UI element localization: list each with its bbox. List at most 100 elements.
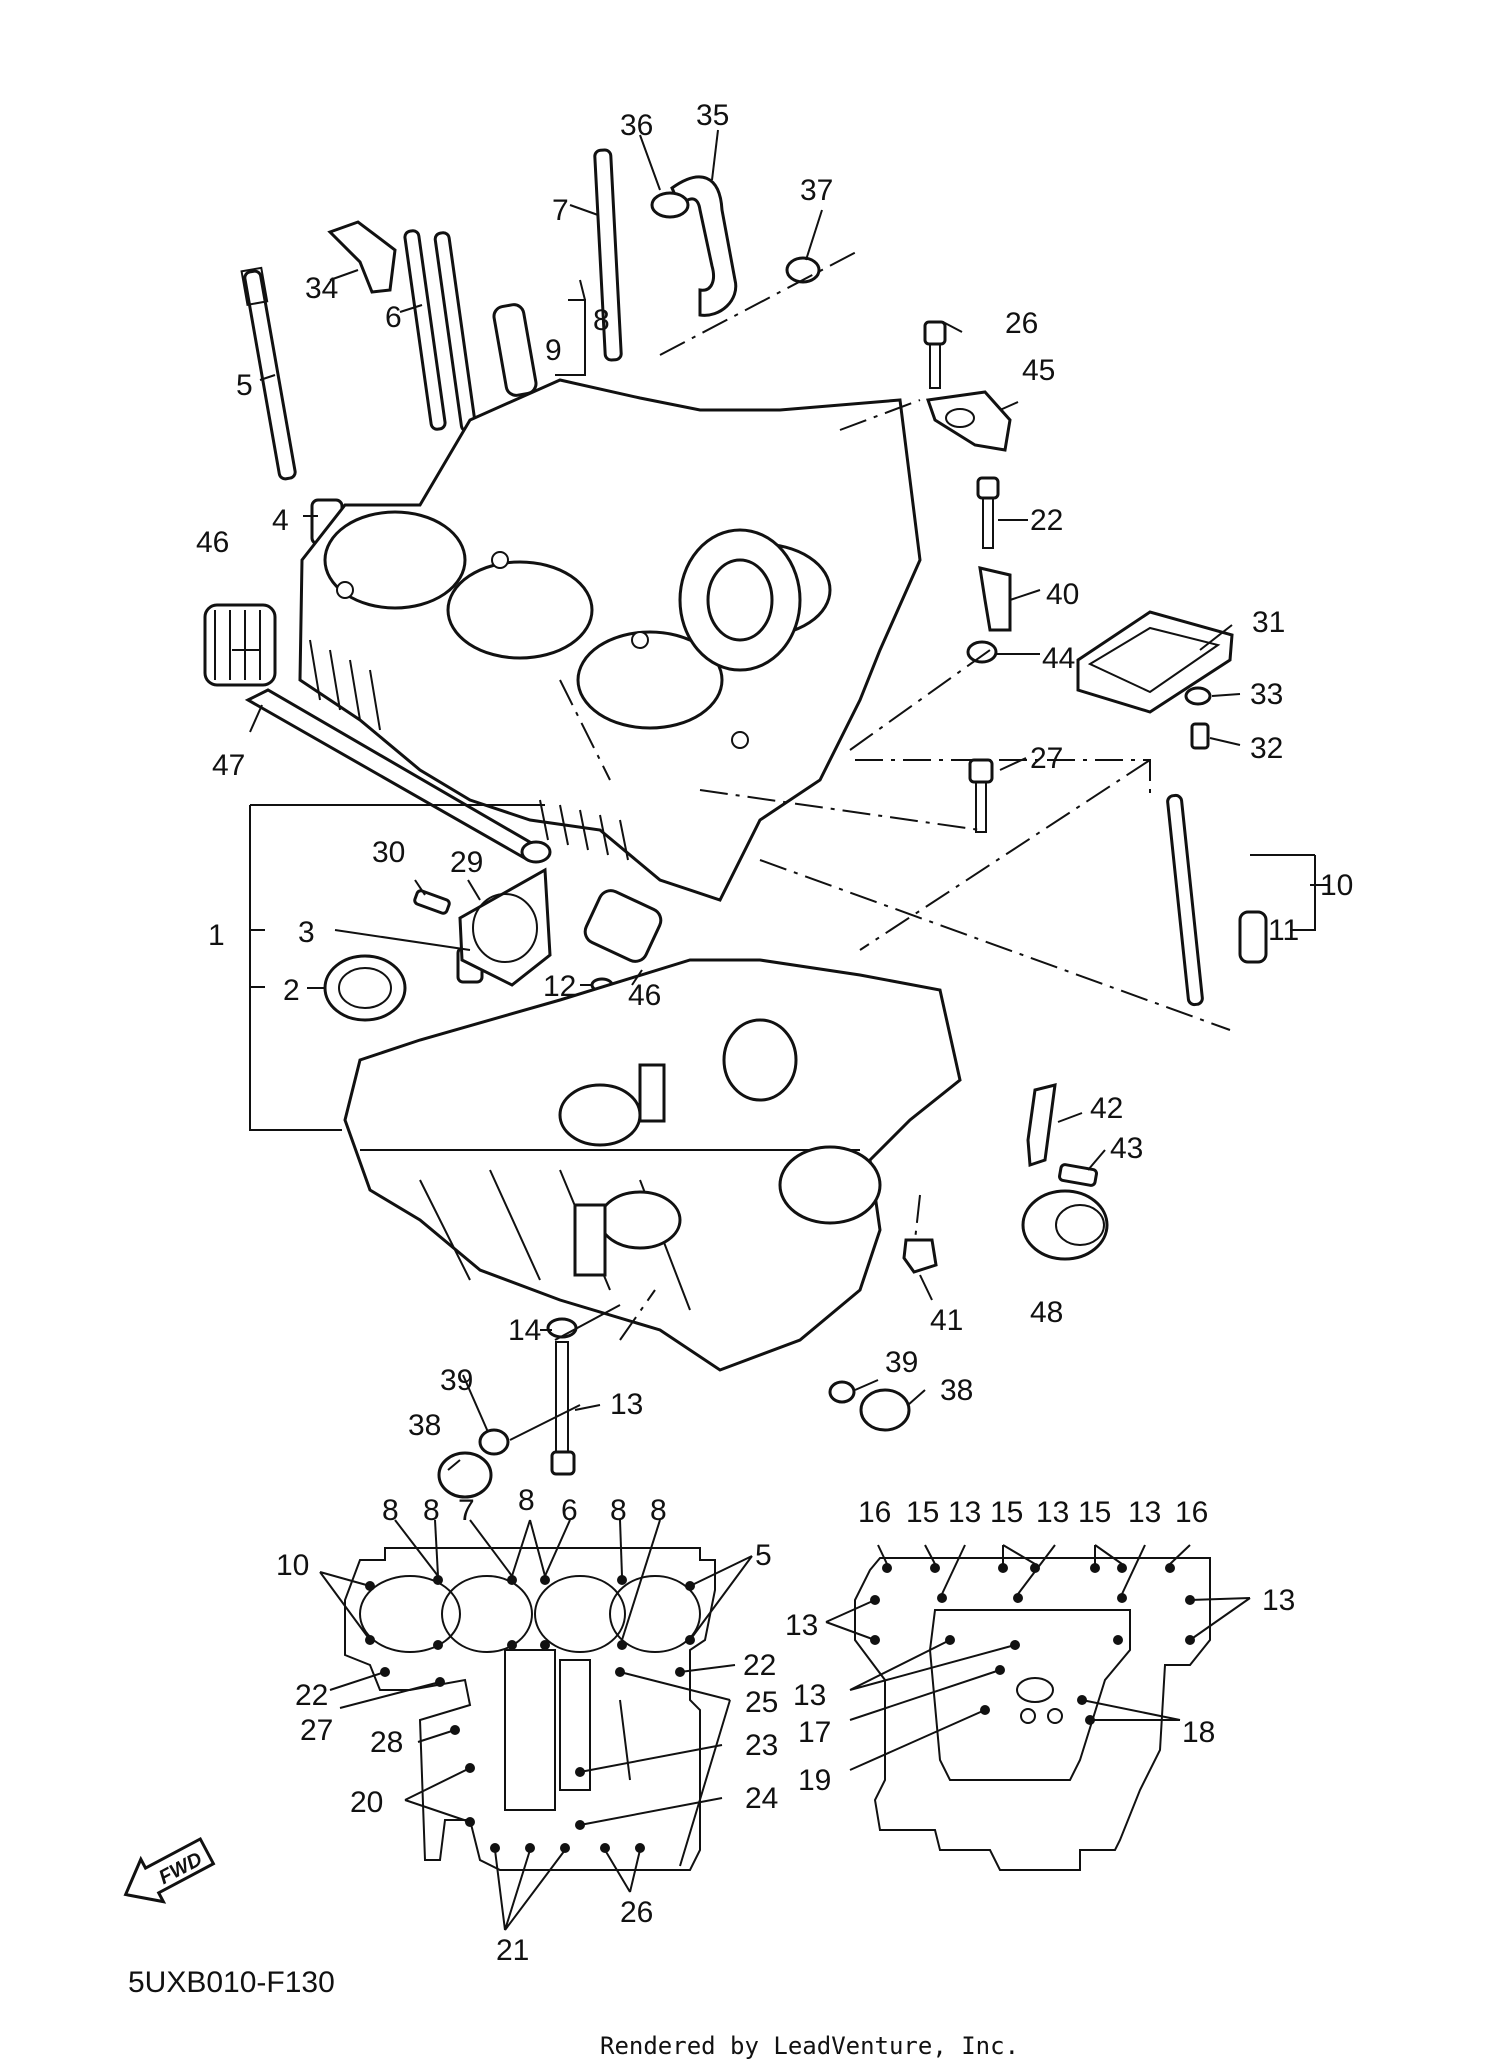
callout-39-left: 39: [440, 1364, 473, 1397]
callout-46-lower: 46: [628, 979, 661, 1012]
upper-layout-bolt-dots: [365, 1575, 695, 1853]
stud-bolt-10[interactable]: [1166, 793, 1204, 1007]
bolt-30[interactable]: [413, 889, 451, 915]
upper-layout-22a: 22: [295, 1679, 328, 1712]
callout-9: 9: [545, 334, 562, 367]
clamp-41[interactable]: [902, 1238, 938, 1274]
dowel-pin-9[interactable]: [492, 303, 538, 397]
callout-47: 47: [212, 749, 245, 782]
dowel-pin-11[interactable]: [1238, 910, 1268, 964]
callout-41: 41: [930, 1304, 963, 1337]
washer-33[interactable]: [1184, 686, 1212, 706]
render-credit: Rendered by LeadVenture, Inc.: [600, 2032, 1020, 2060]
callout-2: 2: [283, 974, 300, 1007]
lower-layout-leaders: [825, 1544, 1251, 1771]
plug-38-right[interactable]: [859, 1388, 911, 1432]
lower-layout-16b: 16: [1175, 1496, 1208, 1529]
upper-layout-8c: 8: [518, 1484, 535, 1517]
stud-bolt-7[interactable]: [593, 148, 623, 362]
upper-case-bolt-layout: 8 8 7 8 6 8 8 10 5 22 22 27 25 28 23 20 …: [276, 1484, 778, 1967]
hose-clamp-36[interactable]: [650, 191, 690, 219]
bolt-32[interactable]: [1190, 722, 1210, 750]
callout-38-right: 38: [940, 1374, 973, 1407]
callout-38-left: 38: [408, 1409, 441, 1442]
clip-40[interactable]: [978, 566, 1012, 632]
callout-35: 35: [696, 99, 729, 132]
upper-layout-8d: 8: [610, 1494, 627, 1527]
cover-plate-31[interactable]: [1076, 610, 1234, 714]
lower-layout-13f: 13: [793, 1679, 826, 1712]
callout-26: 26: [1005, 307, 1038, 340]
oil-strainer-46-upper[interactable]: [203, 603, 277, 687]
callout-39-right: 39: [885, 1346, 918, 1379]
callout-labels: 1 2 3 4 5 6 7 8 9 10 11 12 13 14 22 26 2…: [196, 99, 1353, 1442]
lower-layout-17: 17: [798, 1716, 831, 1749]
bracket-45[interactable]: [925, 390, 1012, 452]
upper-layout-22b: 22: [743, 1649, 776, 1682]
oil-seal-small[interactable]: [520, 840, 552, 864]
oil-seal-2[interactable]: [323, 954, 407, 1022]
o-ring-39-left[interactable]: [478, 1428, 510, 1456]
upper-layout-25: 25: [745, 1686, 778, 1719]
breather-hose-35[interactable]: [670, 175, 738, 317]
callout-13: 13: [610, 1388, 643, 1421]
upper-layout-6: 6: [561, 1494, 578, 1527]
callout-36: 36: [620, 109, 653, 142]
fwd-arrow-icon: FWD: [123, 1836, 216, 1904]
grommet-14[interactable]: [546, 1317, 578, 1339]
bolt-27[interactable]: [968, 758, 994, 833]
callout-40: 40: [1046, 578, 1079, 611]
bracket-34[interactable]: [327, 220, 397, 294]
o-ring-39-right[interactable]: [828, 1380, 856, 1404]
callout-34: 34: [305, 272, 338, 305]
bolt-26[interactable]: [923, 320, 947, 389]
upper-layout-7: 7: [458, 1494, 475, 1527]
callout-6: 6: [385, 301, 402, 334]
upper-layout-24: 24: [745, 1782, 778, 1815]
lower-layout-13e: 13: [1262, 1584, 1295, 1617]
grommet-44[interactable]: [966, 640, 998, 664]
bolt-43[interactable]: [1058, 1163, 1098, 1187]
callout-48: 48: [1030, 1296, 1063, 1329]
bracket-42[interactable]: [1026, 1083, 1057, 1168]
callout-7: 7: [552, 194, 569, 227]
bolt-22[interactable]: [976, 476, 1000, 549]
callout-1: 1: [208, 919, 225, 952]
callout-42: 42: [1090, 1092, 1123, 1125]
plug-38-left[interactable]: [437, 1451, 493, 1499]
callout-11: 11: [1268, 914, 1299, 947]
callout-45: 45: [1022, 354, 1055, 387]
upper-layout-26: 26: [620, 1896, 653, 1929]
lower-layout-15c: 15: [1078, 1496, 1111, 1529]
upper-layout-8b: 8: [423, 1494, 440, 1527]
callout-33: 33: [1250, 678, 1283, 711]
callout-37: 37: [800, 174, 833, 207]
lower-layout-16a: 16: [858, 1496, 891, 1529]
hose-clamp-37[interactable]: [785, 256, 821, 284]
upper-layout-8a: 8: [382, 1494, 399, 1527]
stud-bolt-5[interactable]: [240, 266, 297, 481]
gasket-29[interactable]: [458, 867, 552, 987]
oil-strainer-46-lower[interactable]: [581, 887, 664, 966]
callout-44: 44: [1042, 642, 1075, 675]
lower-layout-13c: 13: [1128, 1496, 1161, 1529]
callout-3: 3: [298, 916, 315, 949]
lower-layout-15b: 15: [990, 1496, 1023, 1529]
upper-layout-21: 21: [496, 1934, 529, 1967]
callout-4: 4: [272, 504, 289, 537]
callout-10: 10: [1320, 869, 1353, 902]
damper-48[interactable]: [1021, 1189, 1109, 1261]
upper-layout-8e: 8: [650, 1494, 667, 1527]
lower-case-bolt-layout: 16 15 13 15 13 15 13 16 13 13 13 17 19 1…: [785, 1496, 1295, 1871]
lower-crankcase[interactable]: [343, 958, 962, 1372]
bolt-13[interactable]: [550, 1341, 576, 1476]
callout-5: 5: [236, 369, 253, 402]
upper-layout-28: 28: [370, 1726, 403, 1759]
stud-bolt-6[interactable]: [403, 229, 477, 433]
callout-29: 29: [450, 846, 483, 879]
callout-43: 43: [1110, 1132, 1143, 1165]
upper-crankcase[interactable]: [298, 378, 922, 902]
lower-layout-13a: 13: [948, 1496, 981, 1529]
upper-layout-20: 20: [350, 1786, 383, 1819]
